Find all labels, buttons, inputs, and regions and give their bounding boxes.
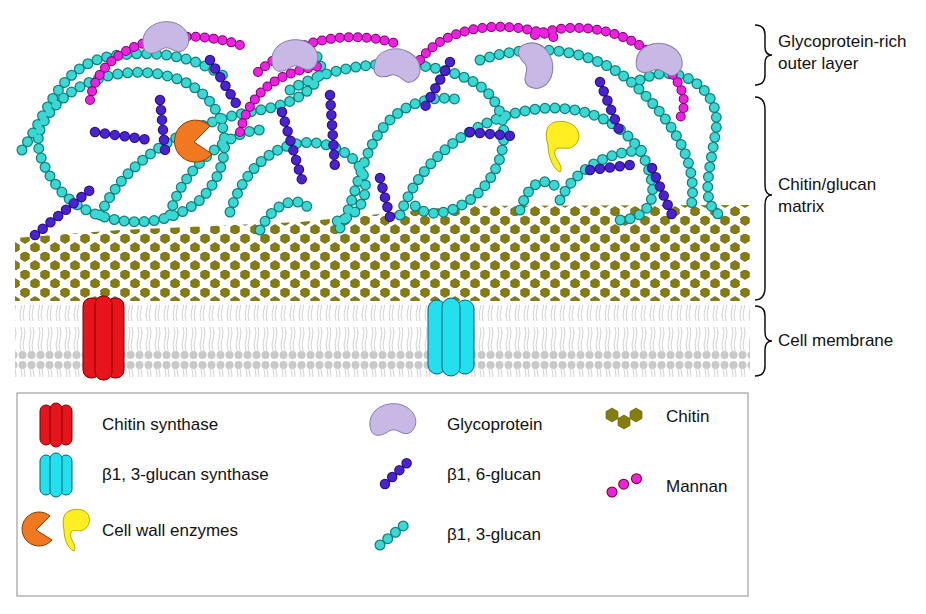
layer-label: Cell membrane [778,330,920,352]
legend-text: Mannan [666,476,727,498]
legend-text: β1, 3-glucan [447,524,541,546]
legend-text: Chitin [666,406,709,428]
legend-text: Glycoprotein [447,414,542,436]
layer-label: Glycoprotein-rich outer layer [778,31,920,75]
layer-label: Chitin/glucan matrix [778,174,920,218]
legend-text: β1, 6-glucan [447,464,541,486]
legend-text: β1, 3-glucan synthase [102,464,269,486]
legend-text: Cell wall enzymes [102,520,238,542]
legend-text: Chitin synthase [102,414,218,436]
